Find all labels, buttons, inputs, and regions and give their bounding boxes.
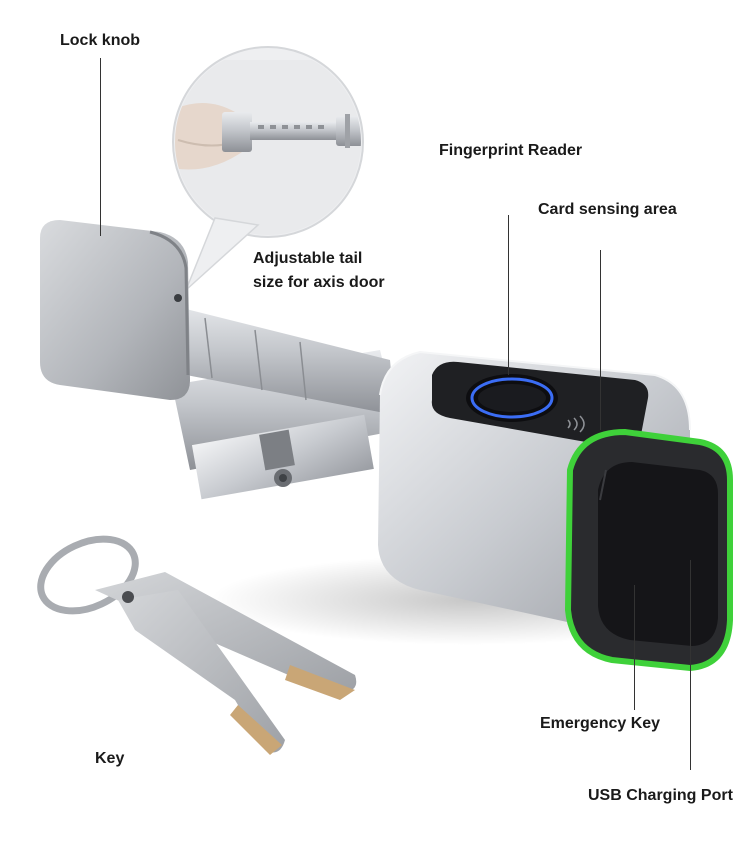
lock-knob-label: Lock knob <box>60 32 141 49</box>
usb-charging-port-label: USB Charging Port <box>588 787 733 804</box>
fingerprint-reader-label: Fingerprint Reader <box>439 142 583 159</box>
keys-illustration <box>37 535 357 755</box>
lock-knob <box>40 220 190 400</box>
usb-port-callout-line <box>690 560 691 770</box>
card-area-callout-line <box>600 250 601 430</box>
fingerprint-callout-line <box>508 215 509 375</box>
adjustable-tail-label-line2: size for axis door <box>253 274 385 291</box>
tail-adjustment-inset <box>172 46 364 238</box>
emergency-key-callout-line <box>634 585 635 710</box>
led-ring-end-cap <box>564 428 733 672</box>
card-sensing-icon <box>567 415 585 433</box>
fingerprint-reader <box>466 374 558 422</box>
key-label: Key <box>95 750 125 767</box>
lock-knob-callout-line <box>100 58 101 236</box>
card-sensing-area-label: Card sensing area <box>538 201 677 218</box>
emergency-key-label: Emergency Key <box>540 715 661 732</box>
adjustable-tail-label-line1: Adjustable tail <box>253 250 363 267</box>
